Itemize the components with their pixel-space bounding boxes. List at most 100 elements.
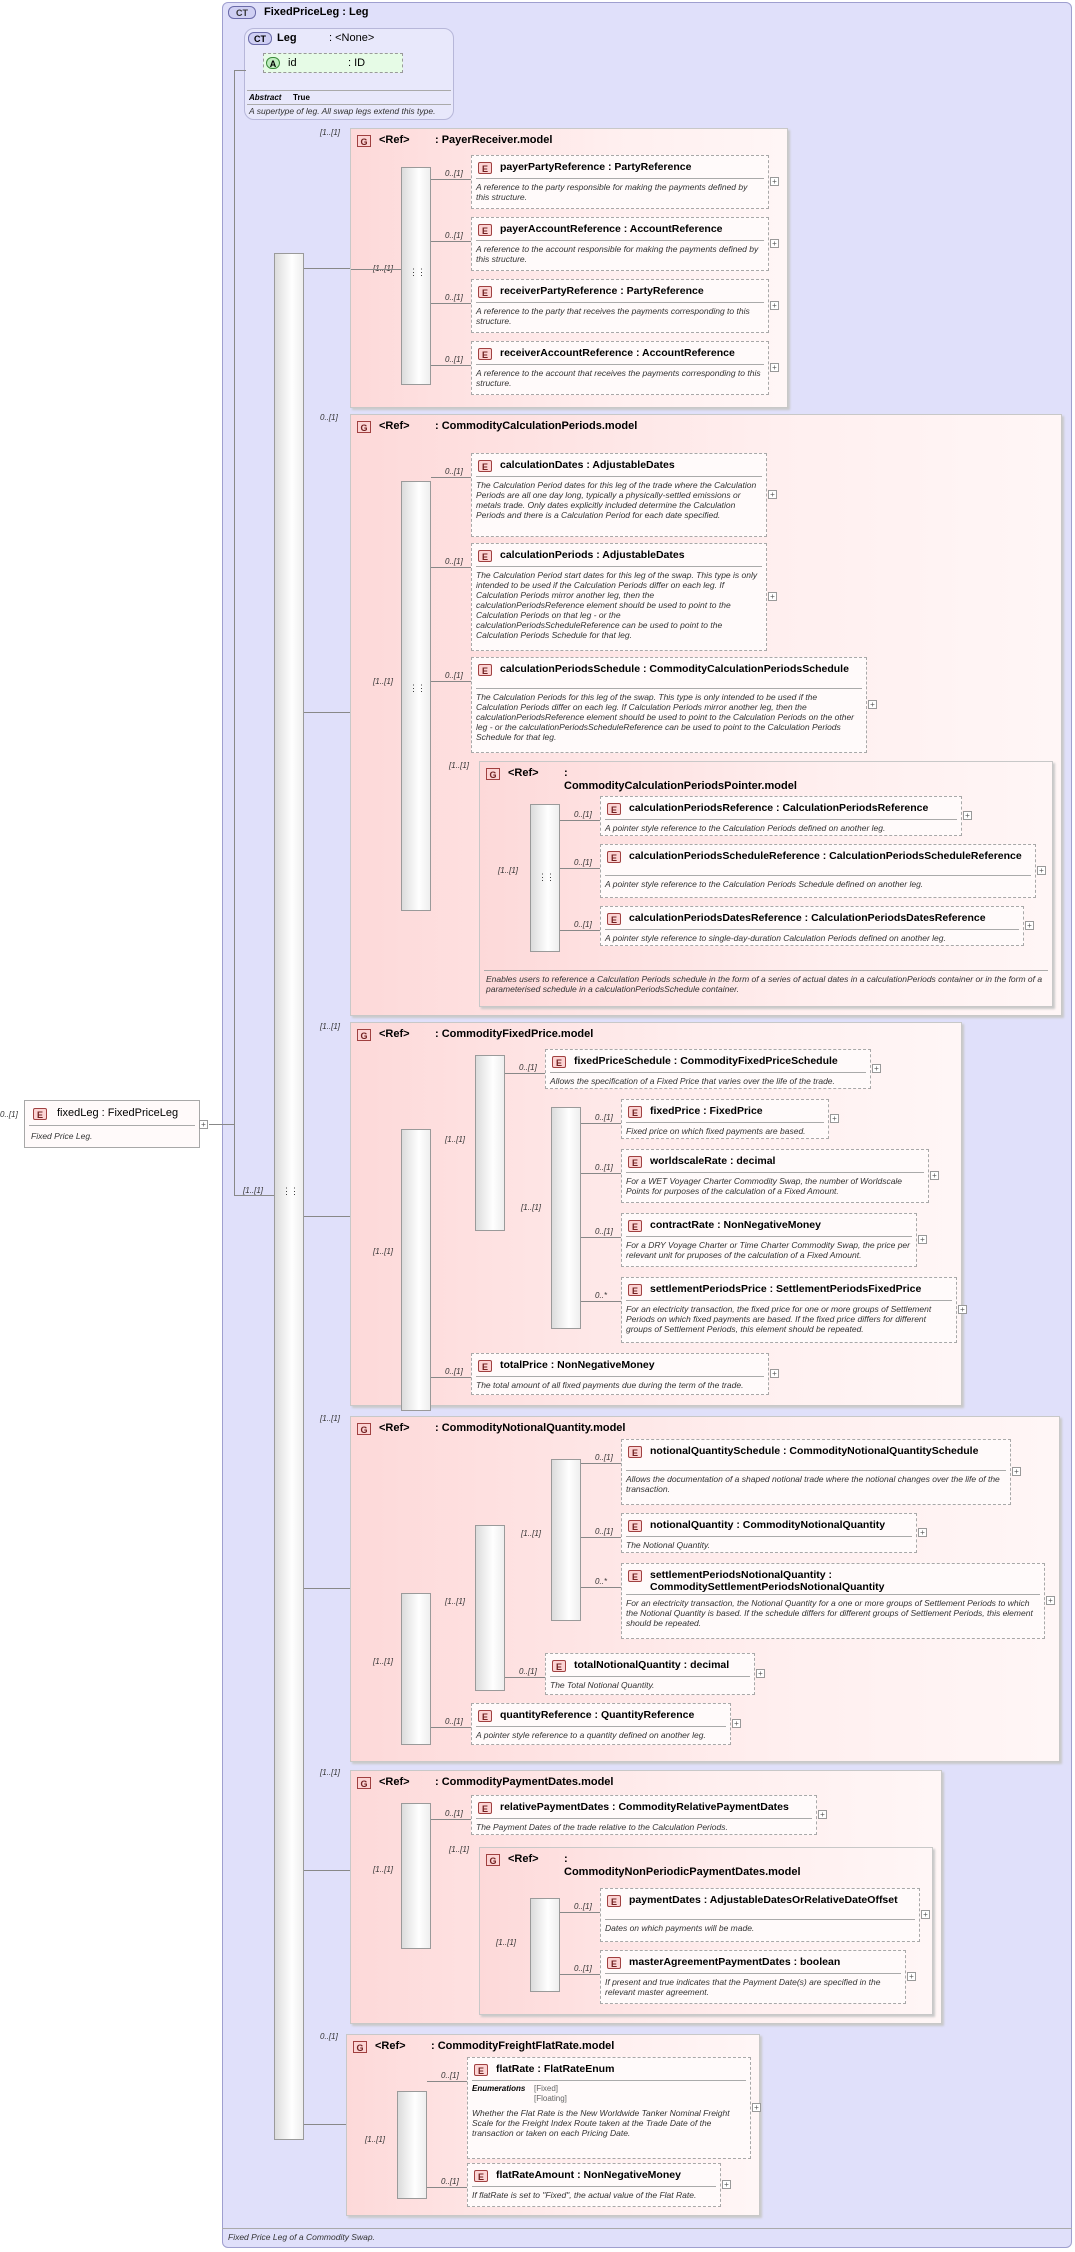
sequence-bar — [530, 1898, 560, 1992]
sequence-bar — [401, 1803, 431, 1949]
expand-icon[interactable]: + — [930, 1171, 939, 1180]
expand-icon[interactable]: + — [918, 1235, 927, 1244]
element-cardinality: 0..[1] — [519, 1667, 537, 1676]
expand-icon[interactable]: + — [770, 363, 779, 372]
element-desc: Whether the Flat Rate is the New Worldwi… — [472, 2108, 730, 2138]
element-desc: Allows the documentation of a shaped not… — [626, 1474, 1000, 1494]
expand-icon[interactable]: + — [768, 592, 777, 601]
expand-icon[interactable]: + — [921, 1910, 930, 1919]
element-desc: For an electricity transaction, the fixe… — [626, 1304, 932, 1334]
element-cardinality: 0..[1] — [445, 293, 463, 302]
group-name: : PayerReceiver.model — [435, 134, 553, 146]
expand-icon[interactable]: + — [1046, 1596, 1055, 1605]
expand-icon[interactable]: + — [907, 1972, 916, 1981]
root-expand-icon[interactable]: + — [199, 1120, 208, 1129]
element-desc: If flatRate is set to "Fixed", the actua… — [472, 2190, 697, 2200]
expand-icon[interactable]: + — [722, 2180, 731, 2189]
group-notional-quantity: G <Ref> : CommodityNotionalQuantity.mode… — [350, 1416, 1060, 1762]
element-desc: A reference to the party responsible for… — [476, 182, 748, 202]
expand-icon[interactable]: + — [830, 1114, 839, 1123]
sequence-bar — [401, 1593, 431, 1745]
element-name: fixedPriceSchedule : CommodityFixedPrice… — [574, 1055, 838, 1067]
sequence-cardinality: [1..[1] — [365, 2135, 386, 2144]
element-desc: For a WET Voyager Charter Commodity Swap… — [626, 1176, 903, 1196]
expand-icon[interactable]: + — [963, 811, 972, 820]
element-name: receiverPartyReference : PartyReference — [500, 285, 704, 297]
group-freight-flat-rate: G <Ref> : CommodityFreightFlatRate.model… — [346, 2034, 761, 2216]
group-calculation-periods: G <Ref> : CommodityCalculationPeriods.mo… — [350, 414, 1062, 1016]
expand-icon[interactable]: + — [1037, 866, 1046, 875]
element-cardinality: 0..[1] — [445, 231, 463, 240]
element-cardinality: 0..* — [595, 1291, 608, 1300]
element-name: totalPrice : NonNegativeMoney — [500, 1359, 655, 1371]
expand-icon[interactable]: + — [958, 1305, 967, 1314]
expand-icon[interactable]: + — [1025, 921, 1034, 930]
group-fixed-price: G <Ref> : CommodityFixedPrice.model [1..… — [350, 1022, 967, 1411]
expand-icon[interactable]: + — [752, 2103, 761, 2112]
expand-icon[interactable]: + — [868, 700, 877, 709]
attribute-badge: A — [266, 57, 280, 69]
element-cardinality: 0..[1] — [445, 1809, 463, 1818]
expand-icon[interactable]: + — [770, 177, 779, 186]
element-cardinality: 0..[1] — [595, 1453, 613, 1462]
expand-icon[interactable]: + — [770, 301, 779, 310]
element-desc: A pointer style reference to single-day-… — [605, 933, 946, 943]
element-cardinality: 0..[1] — [445, 355, 463, 364]
expand-icon[interactable]: + — [768, 490, 777, 499]
root-element-fixedLeg[interactable]: E fixedLeg : FixedPriceLeg Fixed Price L… — [24, 1100, 200, 1148]
expand-icon[interactable]: + — [732, 1719, 741, 1728]
expand-icon[interactable]: + — [756, 1669, 765, 1678]
element-badge: E — [628, 1106, 642, 1118]
element-cardinality: 0..[1] — [595, 1227, 613, 1236]
expand-icon[interactable]: + — [818, 1810, 827, 1819]
expand-icon[interactable]: + — [770, 239, 779, 248]
sequence-bar — [401, 1129, 431, 1411]
sequence-icon: ⋮⋮ — [282, 1186, 299, 1196]
element-badge: E — [628, 1220, 642, 1232]
expand-icon[interactable]: + — [918, 1528, 927, 1537]
element-badge: E — [478, 664, 492, 676]
inner-sequence-cardinality: [1..[1] — [521, 1203, 542, 1212]
inner-sequence-cardinality: [1..[1] — [521, 1529, 542, 1538]
group-name: : CommodityNotionalQuantity.model — [435, 1422, 626, 1434]
element-name: totalNotionalQuantity : decimal — [574, 1659, 730, 1671]
choice-bar — [475, 1525, 505, 1691]
element-badge: E — [552, 1056, 566, 1068]
group2-cardinality: 0..[1] — [320, 413, 338, 422]
expand-icon[interactable]: + — [770, 1369, 779, 1378]
element-badge: E — [607, 1957, 621, 1969]
element-name: payerAccountReference : AccountReference — [500, 223, 723, 235]
expand-icon[interactable]: + — [872, 1064, 881, 1073]
expand-icon[interactable]: + — [1012, 1467, 1021, 1476]
element-cardinality: 0..[1] — [574, 1964, 592, 1973]
element-name: flatRateAmount : NonNegativeMoney — [496, 2169, 681, 2181]
element-badge: E — [478, 1360, 492, 1372]
element-desc: Fixed price on which fixed payments are … — [626, 1126, 806, 1136]
